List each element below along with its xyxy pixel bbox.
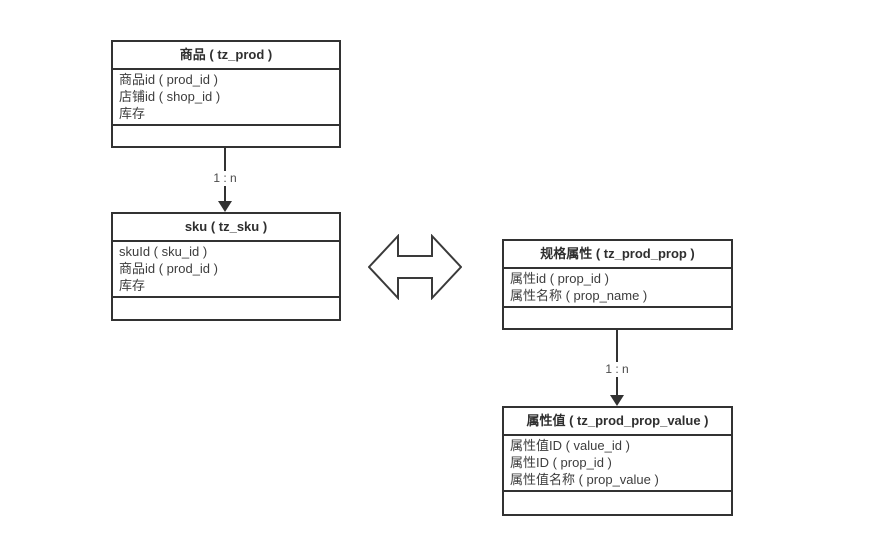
table-footer-empty [113, 126, 339, 146]
entity-table-sku: sku ( tz_sku ) skuId ( sku_id ) 商品id ( p… [111, 212, 341, 321]
arrowhead-prop-to-value [610, 395, 624, 406]
double-arrow-icon [368, 234, 462, 300]
table-field: 库存 [119, 106, 146, 121]
table-fields: skuId ( sku_id ) 商品id ( prod_id ) 库存 [113, 242, 339, 298]
table-field: 商品id ( prod_id ) [119, 261, 218, 276]
table-fields: 属性值ID ( value_id ) 属性ID ( prop_id ) 属性值名… [504, 436, 731, 492]
relation-cardinality-label: 1 : n [602, 362, 632, 377]
table-fields: 商品id ( prod_id ) 店铺id ( shop_id ) 库存 [113, 70, 339, 126]
table-field: 店铺id ( shop_id ) [119, 89, 221, 104]
table-field: 属性id ( prop_id ) [510, 271, 609, 286]
table-footer-empty [113, 298, 339, 319]
table-field: 属性值ID ( value_id ) [510, 438, 630, 453]
arrowhead-prod-to-sku [218, 201, 232, 212]
table-title: sku ( tz_sku ) [113, 214, 339, 242]
table-field: 库存 [119, 278, 146, 293]
table-field: 属性名称 ( prop_name ) [510, 288, 648, 303]
table-field: 商品id ( prod_id ) [119, 72, 218, 87]
table-title: 商品 ( tz_prod ) [113, 42, 339, 70]
table-footer-empty [504, 492, 731, 514]
table-field: 属性值名称 ( prop_value ) [510, 472, 659, 487]
entity-table-prod-prop: 规格属性 ( tz_prod_prop ) 属性id ( prop_id ) 属… [502, 239, 733, 330]
table-field: 属性ID ( prop_id ) [510, 455, 612, 470]
table-title: 属性值 ( tz_prod_prop_value ) [504, 408, 731, 436]
table-field: skuId ( sku_id ) [119, 244, 208, 259]
entity-table-prod: 商品 ( tz_prod ) 商品id ( prod_id ) 店铺id ( s… [111, 40, 341, 148]
entity-table-prod-prop-value: 属性值 ( tz_prod_prop_value ) 属性值ID ( value… [502, 406, 733, 516]
table-footer-empty [504, 308, 731, 328]
relation-cardinality-label: 1 : n [210, 171, 240, 186]
table-title: 规格属性 ( tz_prod_prop ) [504, 241, 731, 269]
table-fields: 属性id ( prop_id ) 属性名称 ( prop_name ) [504, 269, 731, 308]
